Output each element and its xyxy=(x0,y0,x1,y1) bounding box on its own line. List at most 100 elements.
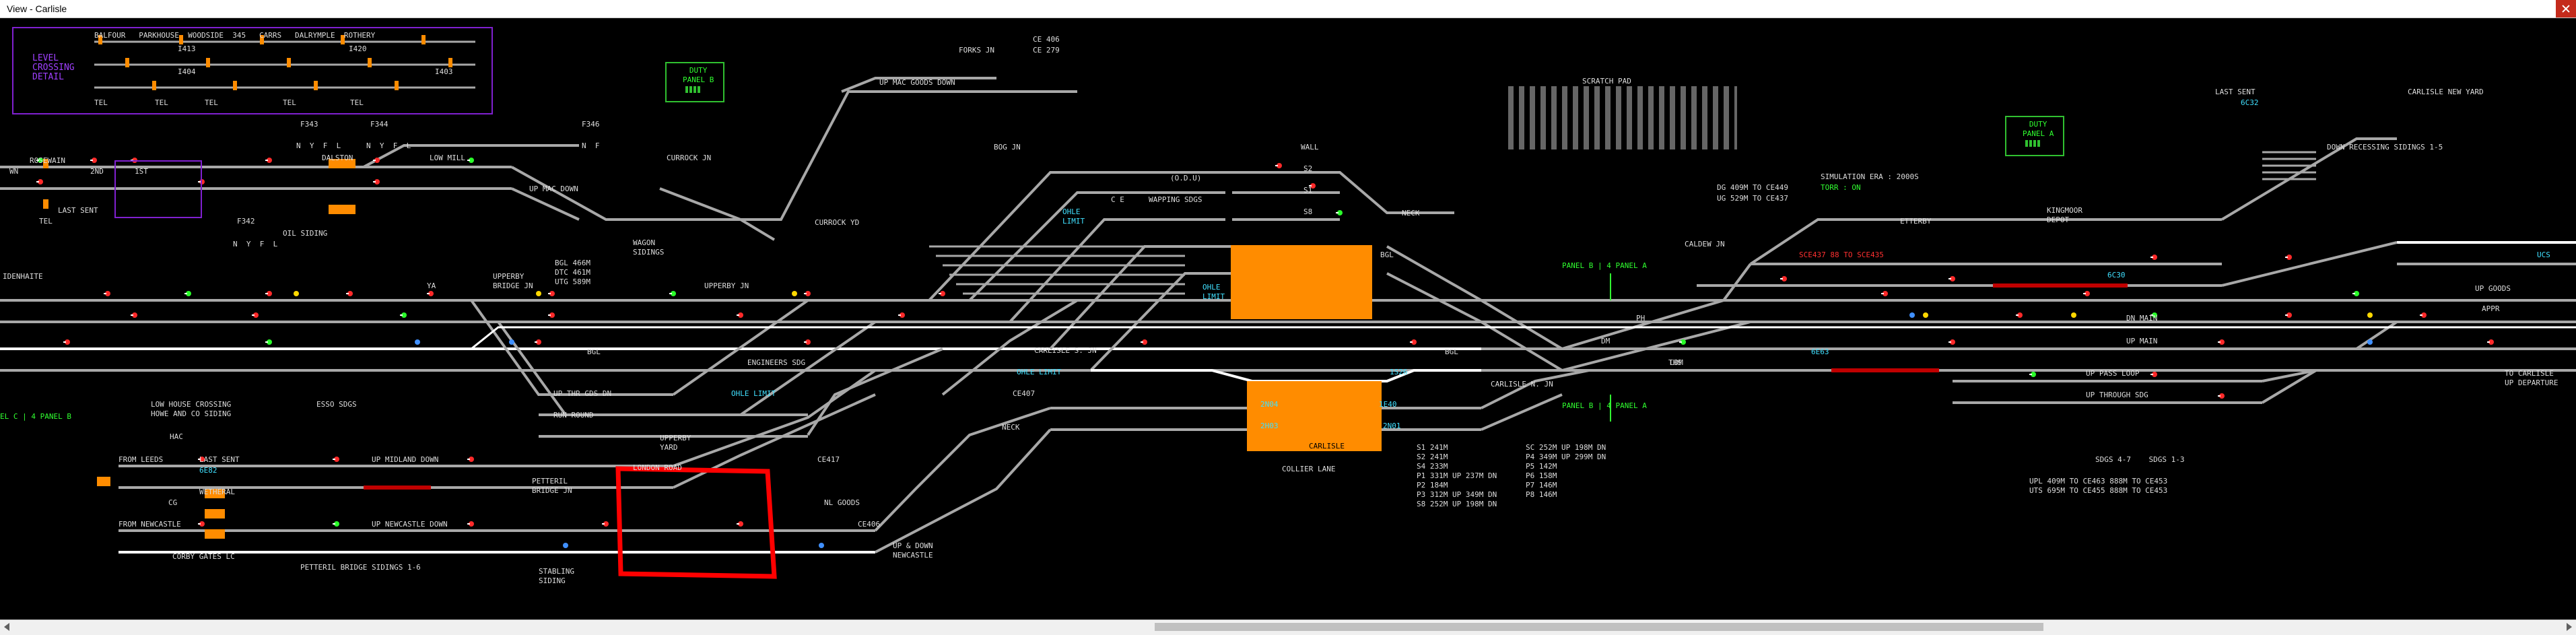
signal-icon[interactable] xyxy=(900,312,905,318)
junction-connection[interactable] xyxy=(2261,369,2317,404)
crossing-tel[interactable]: TEL xyxy=(94,98,108,107)
occupied-indicator[interactable] xyxy=(329,205,355,214)
signal-icon[interactable] xyxy=(1681,339,1686,345)
close-icon[interactable] xyxy=(2556,0,2576,18)
signal-icon[interactable] xyxy=(415,339,420,345)
crossing-barrier[interactable] xyxy=(368,58,372,67)
signal-icon[interactable] xyxy=(1909,312,1915,318)
signal-icon[interactable] xyxy=(65,339,70,345)
crossing-barrier[interactable] xyxy=(314,81,318,90)
junction-connection[interactable] xyxy=(1561,263,1752,350)
signal-icon[interactable] xyxy=(469,158,474,163)
signal-icon[interactable] xyxy=(509,339,514,345)
signal-icon[interactable] xyxy=(1310,183,1316,189)
berth-1e40[interactable]: 1E40 xyxy=(1379,400,1397,409)
signal-icon[interactable] xyxy=(2031,372,2036,377)
signal-icon[interactable] xyxy=(2367,312,2373,318)
set-route[interactable] xyxy=(1091,369,1481,382)
berth-2n01[interactable]: 2N01 xyxy=(1383,422,1401,430)
crossing-barrier[interactable] xyxy=(179,35,183,44)
signal-icon[interactable] xyxy=(2421,312,2427,318)
occupied-indicator[interactable] xyxy=(97,477,110,486)
signal-icon[interactable] xyxy=(1950,339,1955,345)
junction-connection[interactable] xyxy=(673,369,877,467)
junction-connection[interactable] xyxy=(874,407,1051,532)
crossing-tel[interactable]: TEL xyxy=(205,98,218,107)
signal-icon[interactable] xyxy=(1411,339,1417,345)
occupied-indicator[interactable] xyxy=(329,159,355,168)
crossing-barrier[interactable] xyxy=(395,81,399,90)
scroll-right-icon[interactable] xyxy=(2567,623,2572,631)
signal-icon[interactable] xyxy=(199,521,205,527)
junction-connection[interactable] xyxy=(511,166,673,221)
scroll-left-icon[interactable] xyxy=(4,623,9,631)
occupied-indicator[interactable] xyxy=(205,509,225,519)
signal-icon[interactable] xyxy=(469,521,474,527)
junction-connection[interactable] xyxy=(941,299,1079,396)
crossing-barrier[interactable] xyxy=(341,35,345,44)
junction-connection[interactable] xyxy=(928,171,1212,302)
signal-icon[interactable] xyxy=(536,339,541,345)
carlisle-platforms-lower[interactable] xyxy=(1247,381,1382,451)
junction-connection[interactable] xyxy=(673,90,1077,221)
junction-connection[interactable] xyxy=(2355,321,2398,350)
signal-icon[interactable] xyxy=(2084,291,2090,296)
signal-icon[interactable] xyxy=(2152,372,2157,377)
signal-icon[interactable] xyxy=(805,339,811,345)
occupied-indicator[interactable] xyxy=(205,529,225,539)
occupied-indicator[interactable] xyxy=(205,489,225,498)
scratch-pad[interactable] xyxy=(1508,86,1737,149)
junction-connection[interactable] xyxy=(739,321,877,416)
block-section-box[interactable] xyxy=(114,160,202,218)
junction-connection[interactable] xyxy=(497,321,567,416)
signal-icon[interactable] xyxy=(294,291,299,296)
signal-icon[interactable] xyxy=(267,158,272,163)
crossing-barrier[interactable] xyxy=(421,35,426,44)
signal-icon[interactable] xyxy=(549,312,555,318)
crossing-barrier[interactable] xyxy=(206,58,210,67)
signal-icon[interactable] xyxy=(132,312,137,318)
junction-connection[interactable] xyxy=(1009,218,1225,323)
signal-icon[interactable] xyxy=(2367,339,2373,345)
signal-icon[interactable] xyxy=(671,291,676,296)
junction-connection[interactable] xyxy=(1561,321,1751,372)
junction-connection[interactable] xyxy=(1480,299,1563,350)
crossing-barrier[interactable] xyxy=(152,81,156,90)
duty-panel-icon[interactable] xyxy=(2025,140,2028,147)
signal-icon[interactable] xyxy=(2152,312,2157,318)
signal-icon[interactable] xyxy=(819,543,824,548)
crossing-tel[interactable]: TEL xyxy=(155,98,168,107)
duty-panel-icon[interactable] xyxy=(2029,140,2032,147)
signal-icon[interactable] xyxy=(2488,339,2494,345)
signal-icon[interactable] xyxy=(199,457,205,462)
signal-icon[interactable] xyxy=(38,179,43,185)
junction-connection[interactable] xyxy=(1481,393,1563,431)
junction-connection[interactable] xyxy=(1749,218,2222,265)
signal-icon[interactable] xyxy=(38,158,43,163)
junction-connection[interactable] xyxy=(1481,369,1590,409)
berth-1s26[interactable]: 1S26 xyxy=(1390,368,1408,376)
berth-2h03[interactable]: 2H03 xyxy=(1260,422,1279,430)
signal-icon[interactable] xyxy=(940,291,945,296)
junction-connection[interactable] xyxy=(672,299,809,396)
signal-icon[interactable] xyxy=(469,457,474,462)
junction-connection[interactable] xyxy=(2262,369,2317,382)
occupied-indicator[interactable] xyxy=(43,199,48,209)
junction-connection[interactable] xyxy=(2221,241,2398,287)
duty-panel-a[interactable] xyxy=(2005,116,2064,156)
signal-icon[interactable] xyxy=(738,521,743,527)
crossing-barrier[interactable] xyxy=(125,58,129,67)
signal-icon[interactable] xyxy=(792,291,797,296)
junction-connection[interactable] xyxy=(511,187,580,221)
tel-mid[interactable]: TEL xyxy=(39,217,53,226)
signal-icon[interactable] xyxy=(105,291,110,296)
signal-icon[interactable] xyxy=(2071,312,2076,318)
junction-connection[interactable] xyxy=(1480,321,1563,372)
duty-panel-icon[interactable] xyxy=(693,86,696,93)
signal-icon[interactable] xyxy=(1782,276,1787,281)
signal-icon[interactable] xyxy=(374,158,380,163)
signal-icon[interactable] xyxy=(2286,255,2292,260)
signal-icon[interactable] xyxy=(334,521,339,527)
duty-panel-icon[interactable] xyxy=(2033,140,2036,147)
signal-icon[interactable] xyxy=(347,291,353,296)
